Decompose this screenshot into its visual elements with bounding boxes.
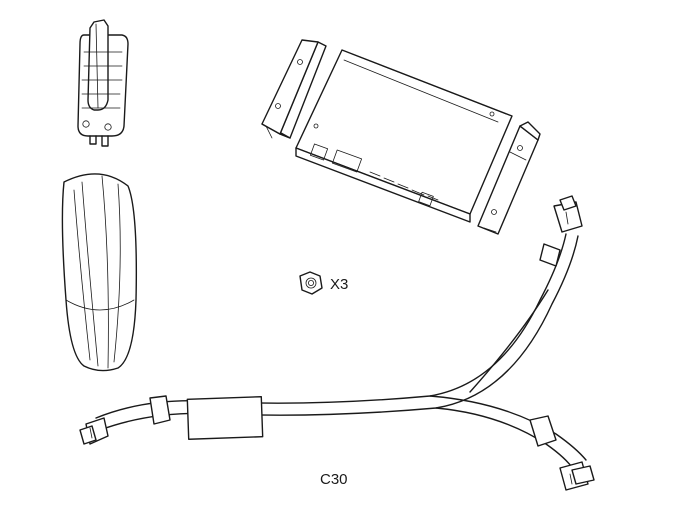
part-code-label: C30 xyxy=(320,471,348,488)
mounting-bracket-icon xyxy=(477,121,541,235)
control-module-icon xyxy=(295,49,513,223)
nut-icon xyxy=(299,271,323,295)
wiring-harness-icon xyxy=(79,195,595,491)
nut-quantity-label: X3 xyxy=(330,276,348,293)
antenna-cover-icon xyxy=(61,173,138,372)
antenna-base-icon xyxy=(77,19,129,147)
mounting-bracket-icon xyxy=(261,39,327,139)
